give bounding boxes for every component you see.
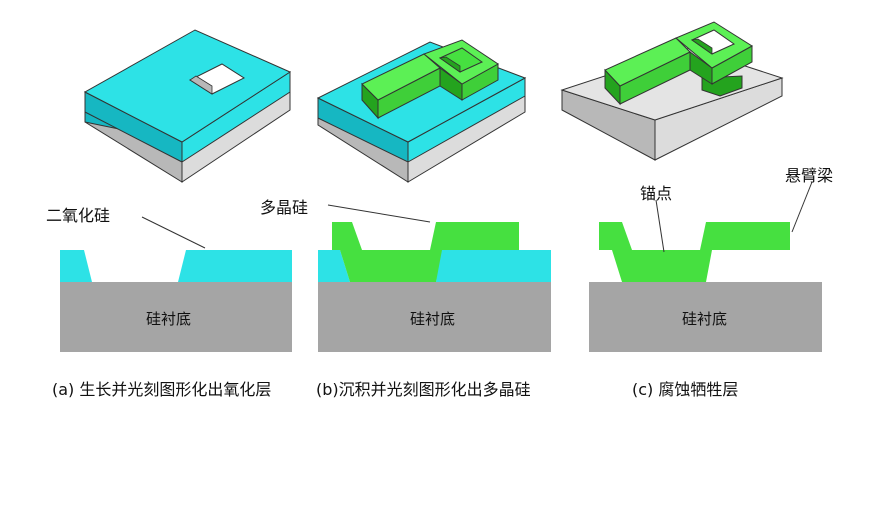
panel-b-anchor-hole-wall <box>438 56 461 73</box>
panel-a-substrate <box>60 282 292 352</box>
panel-c-substrate <box>589 282 822 352</box>
panel-c-beam-leader <box>791 181 813 233</box>
panel-a-3d-view <box>83 29 292 183</box>
panel-a-cross-section <box>60 216 292 352</box>
panel-b-oxide-right <box>436 250 551 282</box>
panel-b-poly-leader <box>327 204 431 223</box>
panel-b-caption: (b)沉积并光刻图形化出多晶硅 <box>316 380 531 399</box>
panel-c-frame-hole-wall <box>690 38 713 55</box>
panel-c-3d-view <box>560 21 784 161</box>
panel-b-substrate-label: 硅衬底 <box>410 310 456 328</box>
panel-a-oxide-top-face <box>83 29 292 143</box>
panel-a-oxide-left <box>60 250 92 282</box>
panel-a-oxide-callout: 二氧化硅 <box>46 206 111 225</box>
panel-b-polysilicon <box>332 222 519 282</box>
panel-a-substrate-label: 硅衬底 <box>146 310 192 328</box>
panel-b-poly-callout: 多晶硅 <box>260 198 309 217</box>
panel-c-polysilicon <box>599 222 790 282</box>
panel-b-cross-section <box>318 204 551 352</box>
panel-c-caption: (c) 腐蚀牺牲层 <box>632 380 739 399</box>
panel-a-oxide-leader <box>141 216 206 249</box>
panel-c-beam-callout: 悬臂梁 <box>785 166 834 185</box>
panel-c-anchor-callout: 锚点 <box>640 184 673 203</box>
panel-a-window-side <box>189 75 213 95</box>
panel-a-oxide-right <box>178 250 292 282</box>
panel-c-cross-section <box>589 181 822 352</box>
panel-b-oxide-left <box>318 250 350 282</box>
panel-c-substrate-label: 硅衬底 <box>682 310 728 328</box>
panel-c-anchor-leader <box>655 199 665 253</box>
panel-a-caption: (a) 生长并光刻图形化出氧化层 <box>52 380 272 399</box>
panel-b-3d-view <box>316 39 527 183</box>
panel-b-substrate <box>318 282 551 352</box>
